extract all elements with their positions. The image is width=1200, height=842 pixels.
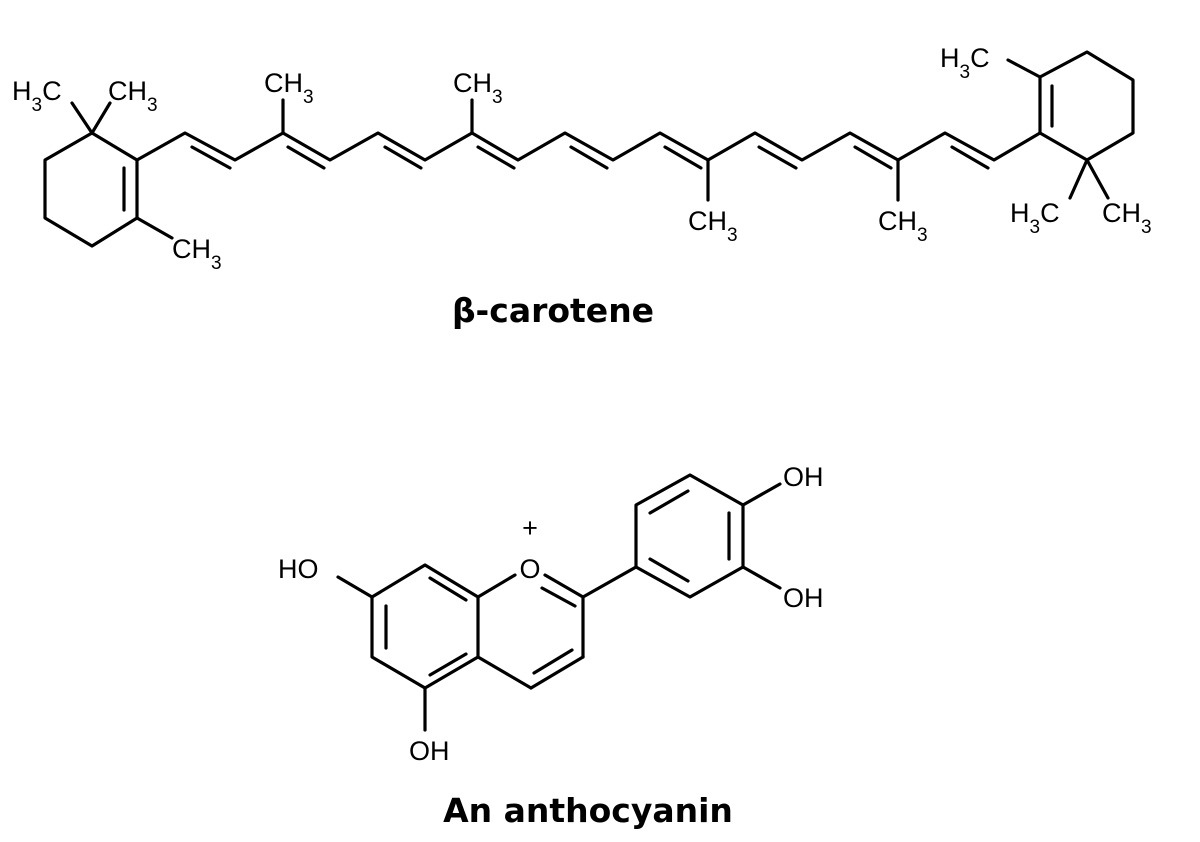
chain-methyl-label: CH3 [878, 206, 928, 246]
chain-methyl-label: CH3 [453, 68, 503, 108]
right-gem-methyl-label: H3C [1010, 198, 1060, 238]
chain-methyl-label: CH3 [264, 68, 314, 108]
oxonium-charge-label: + [522, 513, 538, 543]
left-ring-methyl-label: CH3 [172, 234, 222, 274]
beta-carotene-title: β-carotene [452, 291, 654, 330]
chain-methyl-label: CH3 [688, 206, 738, 246]
right-gem-methyl-label: CH3 [1102, 198, 1152, 238]
left-gem-methyl-label: H3C [12, 76, 62, 116]
right-ring-methyl-label: H3C [940, 43, 990, 83]
beta-carotene-bonds [43, 50, 1135, 248]
left-gem-methyl-label: CH3 [108, 76, 158, 116]
anthocyanin-bonds [336, 473, 782, 732]
hydroxyl-4prime-label: OH [783, 462, 824, 492]
hydroxyl-7-label: HO [278, 554, 319, 584]
anthocyanin-structure: HO O + OH OH OH An anthocyanin [278, 462, 824, 830]
beta-carotene-structure: H3C CH3 CH3 CH3 CH3 CH3 CH3 H3C H3C CH3 … [12, 43, 1152, 330]
ring-oxygen-label: O [519, 554, 540, 584]
hydroxyl-5-label: OH [409, 736, 450, 766]
anthocyanin-title: An anthocyanin [443, 791, 733, 830]
hydroxyl-3prime-label: OH [783, 583, 824, 613]
